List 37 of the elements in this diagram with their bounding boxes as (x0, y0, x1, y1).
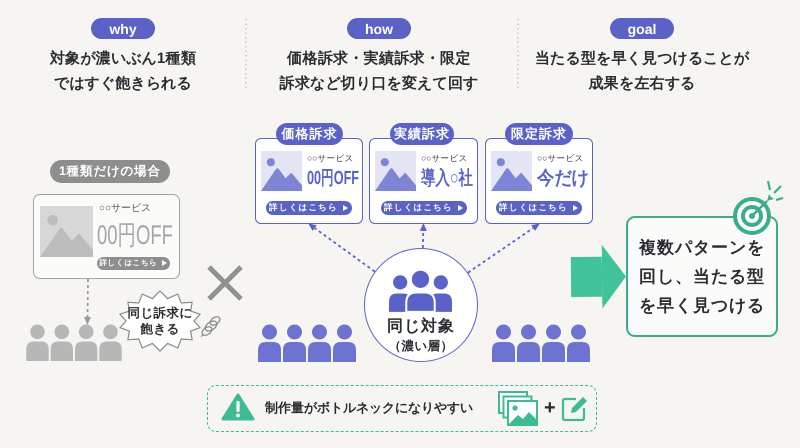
service-name: ○○サービス (421, 153, 468, 163)
offer-text: 00円OFF (307, 168, 360, 190)
section-pill: how (347, 18, 411, 39)
offer-text: 今だけ (537, 168, 589, 190)
dashed-arrow (420, 223, 427, 248)
service-name: ○○サービス (99, 203, 152, 215)
dashed-arrow (84, 278, 91, 325)
section-pill: goal (610, 18, 674, 39)
heading-text: 当たる型を早く見つけることが成果を左右する (534, 49, 750, 94)
service-name: ○○サービス (307, 153, 354, 163)
circle-sublabel: （濃い層） (388, 338, 454, 354)
offer-text: 00円OFF (97, 220, 173, 250)
people-icon (26, 324, 122, 361)
service-name: ○○サービス (537, 153, 584, 163)
section-pill: why (91, 18, 155, 39)
block-arrow (570, 244, 626, 309)
note-box (207, 385, 597, 432)
details-button: 詳しくはこちら (380, 200, 466, 214)
offer-text: 導入○社 (421, 168, 473, 190)
burst-bubble: 同じ訴求に飽きる (118, 290, 202, 352)
note-text: 制作量がボトルネックになりやすい (265, 399, 473, 417)
details-button: 詳しくはこちら (496, 200, 582, 214)
heading-text: 価格訴求・実績訴求・限定訴求など切り口を変えて回す (278, 49, 480, 94)
ad-card (485, 138, 593, 224)
ad-card (255, 138, 363, 224)
circle-label: 同じ対象 (386, 317, 456, 337)
label-pill: 1種類だけの場合 (50, 160, 170, 183)
category-tab: 限定訴求 (505, 123, 573, 145)
dashed-arrow (308, 223, 376, 272)
ad-card (33, 194, 180, 279)
plus-sign: + (544, 396, 556, 421)
details-button: 詳しくはこちら (266, 200, 352, 214)
category-tab: 価格訴求 (276, 123, 343, 145)
result-box: 複数パターンを回し、当たる型を早く見つける (626, 216, 778, 337)
category-tab: 実績訴求 (390, 123, 454, 145)
heading-text: 対象が濃いぶん1種類ではすぐ飽きられる (48, 49, 198, 94)
dashed-arrow (468, 223, 540, 274)
